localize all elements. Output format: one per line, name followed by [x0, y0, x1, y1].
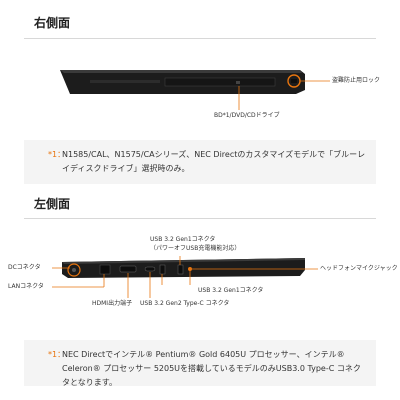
right-side-title: 右側面 — [34, 16, 71, 30]
laptop-right-side-image — [60, 70, 330, 110]
laptop-left-side-image — [52, 256, 318, 298]
divider — [24, 38, 376, 39]
divider — [24, 218, 376, 219]
usb-typec-label: USB 3.2 Gen2 Type-C コネクタ — [140, 300, 230, 307]
note-mark: *1： — [48, 150, 66, 159]
left-side-title: 左側面 — [34, 197, 71, 211]
hdmi-label: HDMI出力端子 — [92, 300, 133, 307]
headphone-jack-label: ヘッドフォンマイクジャック — [320, 265, 398, 272]
note-text: N1585/CAL、N1575/CAシリーズ、NEC Directのカスタマイズ… — [62, 150, 366, 173]
drive-label: BD*1/DVD/CDドライブ — [214, 112, 280, 119]
lock-label: 盗難防止用ロック — [332, 77, 381, 84]
right-side-note: *1： N1585/CAL、N1575/CAシリーズ、NEC Directのカス… — [24, 140, 376, 184]
usb-gen1-top-sublabel: （パワーオフUSB充電機能対応） — [150, 245, 241, 252]
dc-connector-label: DCコネクタ — [8, 264, 41, 271]
usb-gen1-top-label: USB 3.2 Gen1コネクタ — [150, 236, 216, 243]
left-side-note: *1： NEC Directでインテル® Pentium® Gold 6405U… — [24, 340, 376, 387]
note-text: NEC Directでインテル® Pentium® Gold 6405U プロセ… — [62, 350, 361, 387]
note-mark: *1： — [48, 350, 66, 359]
lan-connector-label: LANコネクタ — [8, 283, 44, 290]
usb-gen1-bottom-label: USB 3.2 Gen1コネクタ — [198, 287, 264, 294]
